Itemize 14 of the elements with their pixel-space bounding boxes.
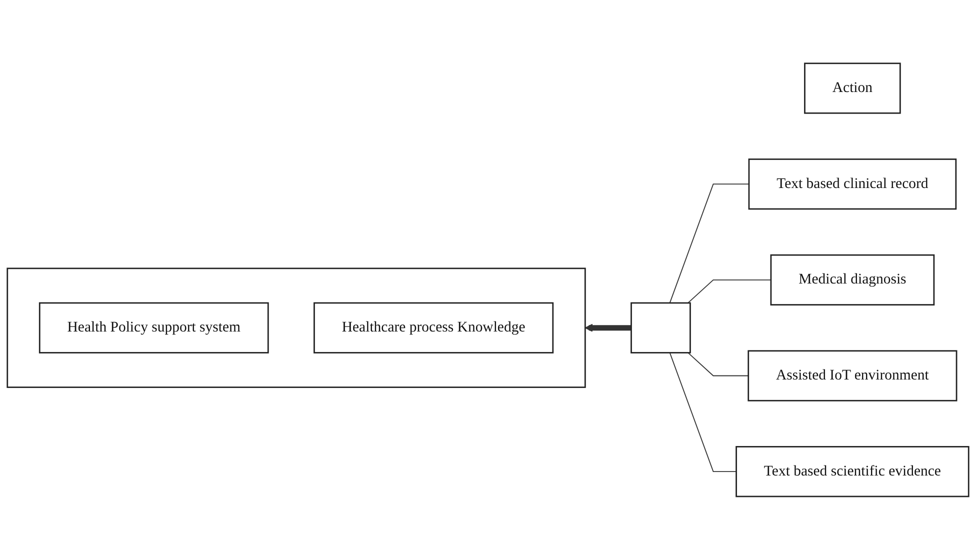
cluster bbox=[6, 268, 586, 388]
node-box: Text based clinical record bbox=[748, 158, 957, 210]
node-box: Medical diagnosis bbox=[770, 254, 935, 306]
connector bbox=[669, 184, 750, 304]
node-box: Health Policy support system bbox=[38, 302, 269, 354]
connector bbox=[669, 352, 737, 472]
node-bar bbox=[630, 302, 691, 354]
node-box: Assisted IoT environment bbox=[748, 350, 958, 402]
connector bbox=[688, 352, 749, 376]
node-box: Text based scientific evidence bbox=[736, 446, 970, 498]
node-box: Healthcare process Knowledge bbox=[314, 302, 554, 354]
node-box: Action bbox=[804, 62, 901, 114]
arrow bbox=[584, 324, 632, 332]
connector bbox=[688, 280, 772, 304]
